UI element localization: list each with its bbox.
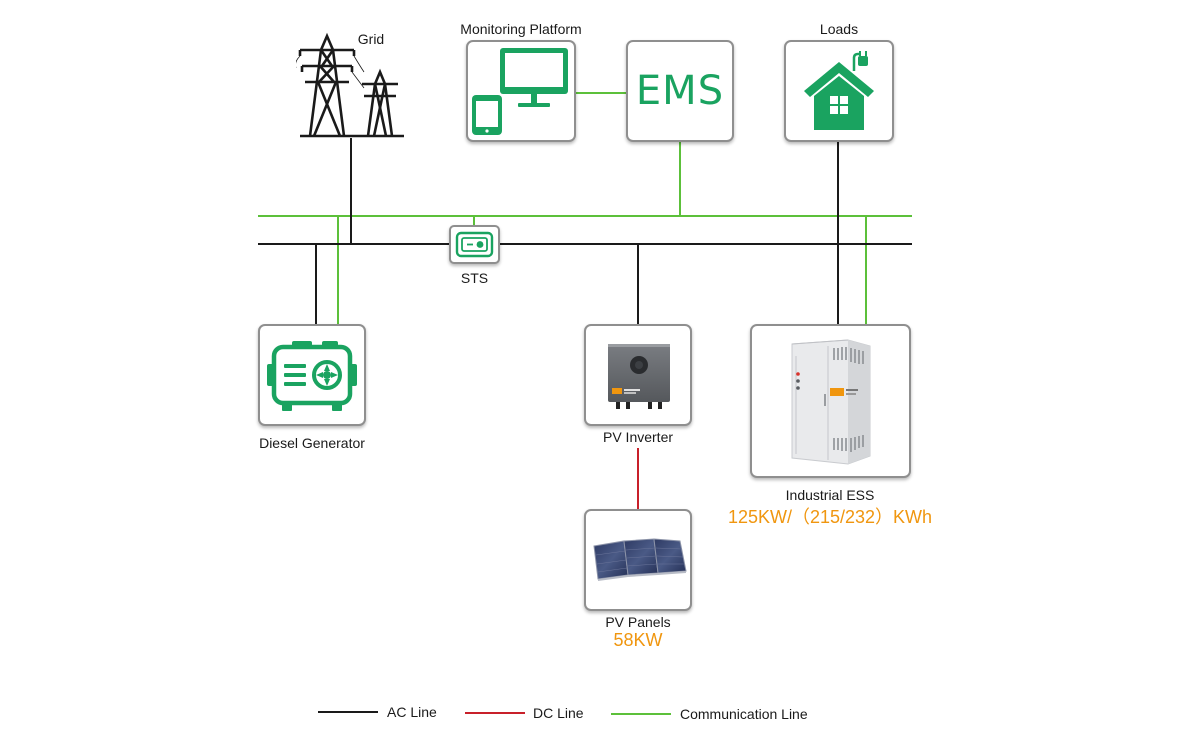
diesel-generator-label: Diesel Generator [259, 435, 365, 451]
switch-icon [455, 231, 494, 258]
monitoring-platform-label: Monitoring Platform [460, 21, 582, 37]
monitoring-platform-box [466, 40, 576, 142]
loads-label: Loads [819, 21, 859, 37]
generator-icon [267, 341, 357, 411]
legend-comm-label: Communication Line [680, 706, 808, 722]
loads-box [784, 40, 894, 142]
industrial-ess-box [750, 324, 911, 478]
industrial-ess-label: Industrial ESS [785, 487, 875, 503]
legend-dc-label: DC Line [533, 705, 584, 721]
ems-box: EMS [626, 40, 734, 142]
inverter-device-icon [608, 344, 670, 409]
house-plug-icon [804, 51, 874, 130]
diesel-generator-box [258, 324, 366, 426]
legend-dc-line [465, 712, 525, 714]
legend-comm-line [611, 713, 671, 715]
pv-panels-spec: 58KW [613, 630, 663, 650]
grid-label: Grid [357, 31, 385, 47]
legend-ac-label: AC Line [387, 704, 437, 720]
sts-label: STS [460, 270, 489, 286]
ems-text: EMS [635, 68, 725, 114]
pv-panels-label: PV Panels [605, 614, 671, 630]
power-tower-icon [296, 32, 404, 138]
monitor-phone-icon [472, 48, 568, 135]
pv-panels-box [584, 509, 692, 611]
pv-inverter-label: PV Inverter [602, 429, 674, 445]
industrial-ess-spec: 125KW/（215/232）KWh [727, 507, 933, 527]
solar-panels-icon [593, 538, 687, 581]
ess-cabinet-icon [791, 339, 871, 465]
legend-ac-line [318, 711, 378, 713]
sts-box [449, 225, 500, 264]
pv-inverter-box [584, 324, 692, 426]
